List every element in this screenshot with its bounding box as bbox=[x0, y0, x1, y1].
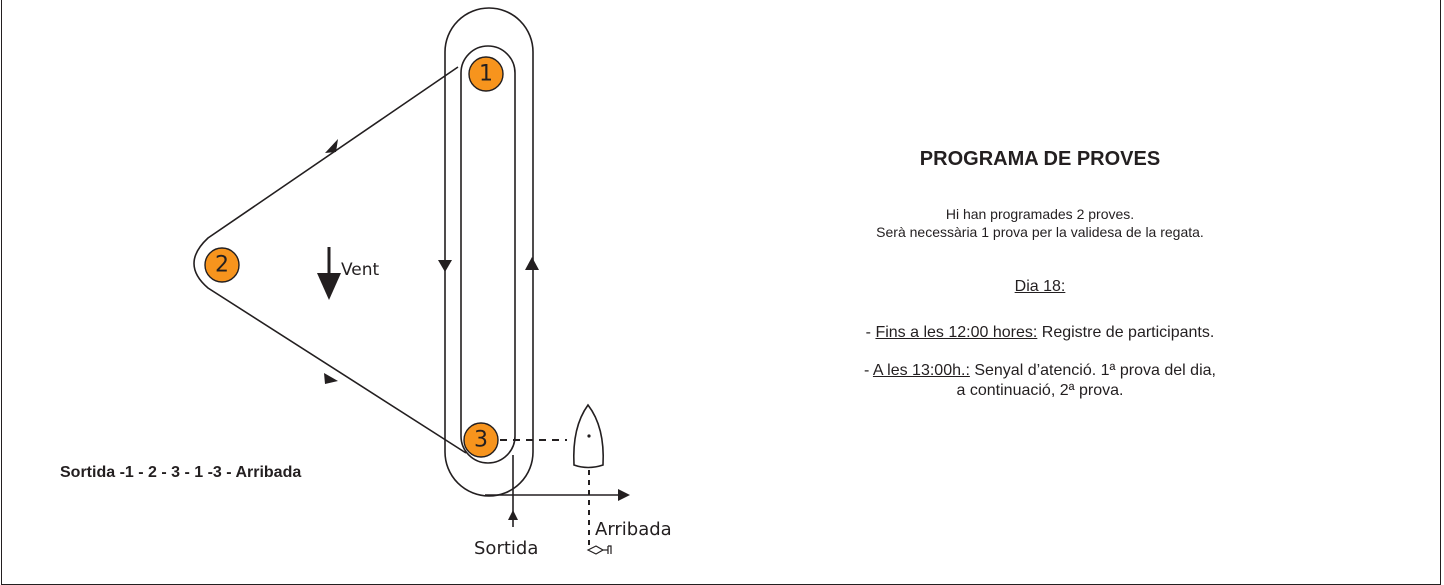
flag-icon bbox=[586, 545, 612, 555]
wind-label: Vent bbox=[341, 260, 380, 280]
course-sequence-label: Sortida -1 - 2 - 3 - 1 -3 - Arribada bbox=[60, 464, 302, 481]
inner-rounding-loop bbox=[460, 45, 516, 464]
intro-line-1: Hi han programades 2 proves. bbox=[945, 206, 1135, 222]
schedule-item-1-time: Fins a les 12:00 hores: bbox=[875, 324, 1038, 341]
finish-line-arrowhead bbox=[618, 489, 630, 501]
mark-2-label: 2 bbox=[215, 253, 229, 278]
leg-mark1-to-mark2 bbox=[193, 66, 467, 454]
day-label: Dia 18: bbox=[1014, 278, 1066, 295]
outer-rounding-loop bbox=[444, 7, 534, 497]
schedule-item-1: - Fins a les 12:00 hores: Registre de pa… bbox=[760, 323, 1320, 343]
program-panel: PROGRAMA DE PROVES Hi han programades 2 … bbox=[760, 148, 1320, 401]
start-label: Sortida bbox=[474, 538, 538, 559]
mark-3: 3 bbox=[463, 422, 499, 458]
schedule-item-1-prefix: - bbox=[865, 324, 876, 341]
downwind-leg-arrowhead bbox=[438, 260, 452, 272]
upwind-leg-arrowhead bbox=[525, 257, 539, 270]
wind-arrow bbox=[317, 247, 341, 300]
schedule-item-1-text: Registre de participants. bbox=[1037, 324, 1215, 341]
schedule-item-2-time: A les 13:00h.: bbox=[872, 362, 970, 379]
start-arrowhead bbox=[508, 510, 518, 520]
program-title: PROGRAMA DE PROVES bbox=[919, 148, 1161, 170]
mark-1: 1 bbox=[468, 56, 504, 92]
leg-arrowhead-upper bbox=[325, 139, 338, 153]
intro-line-2: Serà necessària 1 prova per la validesa … bbox=[876, 224, 1204, 240]
finish-label: Arribada bbox=[595, 519, 672, 540]
schedule-item-2-text-line-2: a continuació, 2ª prova. bbox=[956, 382, 1124, 399]
mark-2: 2 bbox=[204, 247, 240, 283]
committee-boat-dot bbox=[587, 434, 591, 438]
leg-arrowhead-lower bbox=[324, 373, 338, 384]
schedule-item-2-prefix: - bbox=[864, 362, 873, 379]
mark-3-label: 3 bbox=[474, 428, 488, 453]
schedule-item-2-text: Senyal d’atenció. 1ª prova del dia, bbox=[969, 362, 1216, 379]
mark-1-label: 1 bbox=[479, 62, 493, 87]
schedule-item-2: - A les 13:00h.: Senyal d’atenció. 1ª pr… bbox=[760, 361, 1320, 401]
